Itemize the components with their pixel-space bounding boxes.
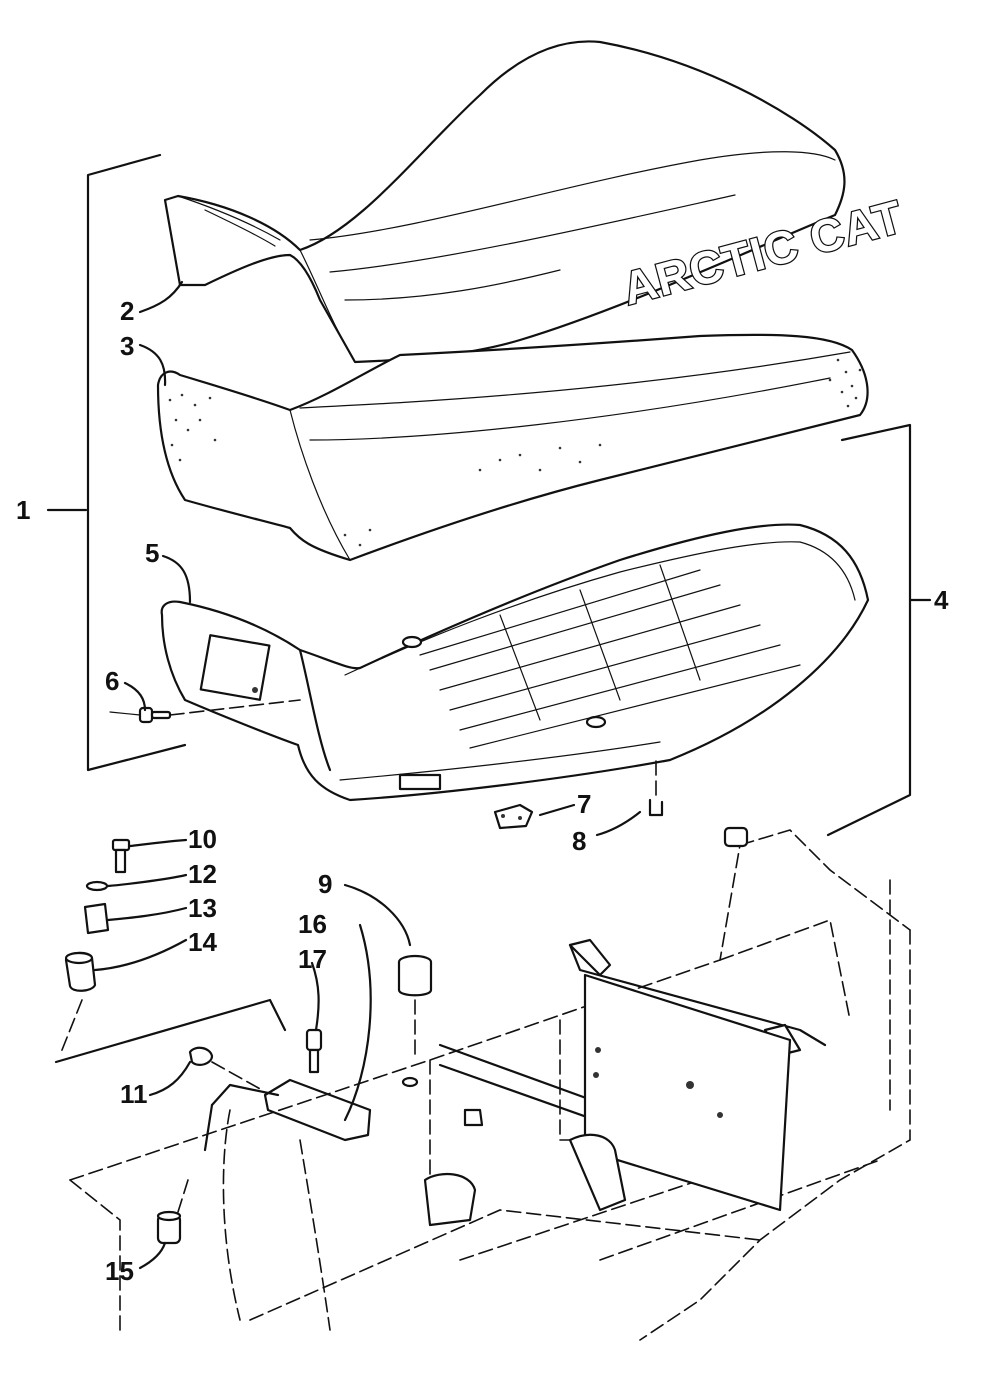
callout-11: 11 [120, 1079, 148, 1109]
mounting-plate [493, 803, 534, 830]
callout-7: 7 [577, 789, 591, 819]
leader-lines [46, 280, 932, 1270]
seat-base [160, 523, 870, 802]
callout-12: 12 [188, 859, 217, 889]
clip-nut [188, 1046, 263, 1091]
assembly-1-bracket [86, 153, 187, 772]
assembly-4-bracket [826, 423, 912, 837]
seat-cover: ARCTIC CAT [163, 40, 910, 364]
callout-4: 4 [934, 585, 949, 615]
callout-16: 16 [298, 909, 327, 939]
callout-9: 9 [318, 869, 332, 899]
callout-5: 5 [145, 538, 159, 568]
callout-10: 10 [188, 824, 217, 854]
callout-13: 13 [188, 893, 217, 923]
push-rivet [109, 699, 301, 724]
rubber-spacer [397, 954, 433, 1088]
callout-1: 1 [16, 495, 30, 525]
callout-17: 17 [298, 944, 327, 974]
seat-foam [156, 333, 869, 562]
callout-6: 6 [105, 666, 119, 696]
callout-14: 14 [188, 927, 217, 957]
callout-3: 3 [120, 331, 134, 361]
latch-hardware-stack [59, 838, 131, 1056]
callout-8: 8 [572, 826, 586, 856]
callout-15: 15 [105, 1256, 134, 1286]
grommet [156, 1179, 189, 1245]
latch-bracket [203, 1028, 372, 1152]
callout-labels: 1 2 3 4 5 6 7 8 9 10 11 12 13 14 15 16 1… [16, 296, 949, 1286]
foam-texture-dots [168, 358, 862, 547]
retaining-clip [648, 759, 664, 817]
vehicle-frame [69, 826, 911, 1341]
callout-2: 2 [120, 296, 134, 326]
